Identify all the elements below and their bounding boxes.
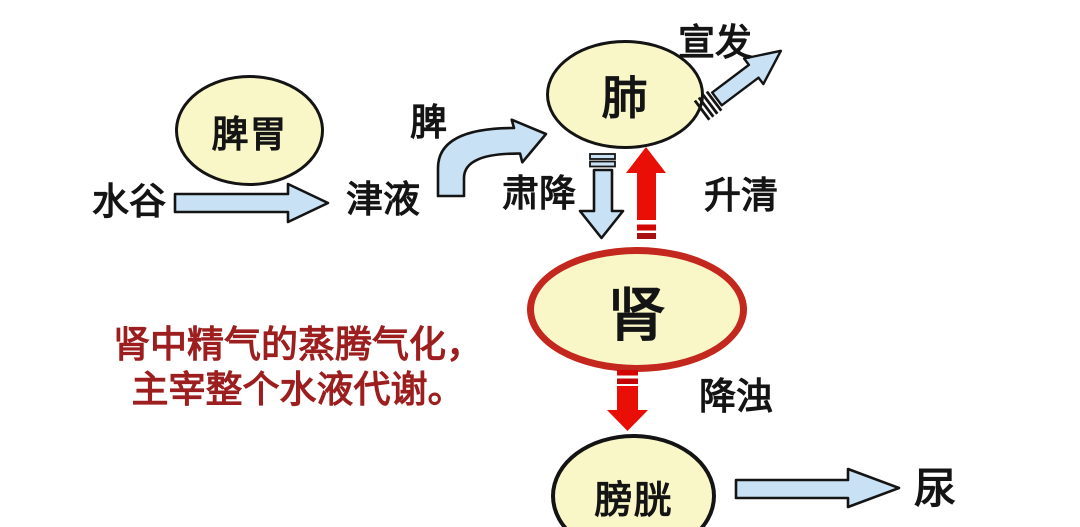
label-raising-clear: 升清 xyxy=(704,176,778,217)
label-dispersing: 宣发 xyxy=(678,23,752,64)
node-bladder-label: 膀胱 xyxy=(594,479,673,522)
node-kidney: 肾 xyxy=(527,247,747,372)
caption-line-2: 主宰整个水液代谢。 xyxy=(131,370,465,411)
arrow-bladder-to-urine-icon xyxy=(734,467,901,509)
label-urine: 尿 xyxy=(914,467,957,513)
caption-kidney-function: 肾中精气的蒸腾气化， 主宰整个水液代谢。 xyxy=(98,323,498,413)
arrow-kidney-raising-clear-icon xyxy=(626,147,666,239)
arrow-kidney-lowering-turbid-icon xyxy=(607,370,648,431)
node-spleen-stomach: 脾胃 xyxy=(175,75,324,186)
node-spleen-stomach-label: 脾胃 xyxy=(211,114,288,156)
label-lowering-turbid: 降浊 xyxy=(699,377,773,418)
arrow-water-grain-to-fluids-icon xyxy=(173,182,330,224)
label-spleen: 脾 xyxy=(410,103,447,144)
caption-line-1: 肾中精气的蒸腾气化， xyxy=(113,325,483,366)
node-bladder: 膀胱 xyxy=(551,434,716,527)
label-body-fluids: 津液 xyxy=(346,180,420,221)
node-kidney-label: 肾 xyxy=(607,282,667,348)
label-water-grain: 水谷 xyxy=(92,182,166,223)
label-descending: 肃降 xyxy=(502,174,576,215)
arrow-lung-descending-icon xyxy=(578,153,625,240)
node-lung: 肺 xyxy=(546,40,704,149)
node-lung-label: 肺 xyxy=(601,72,649,124)
